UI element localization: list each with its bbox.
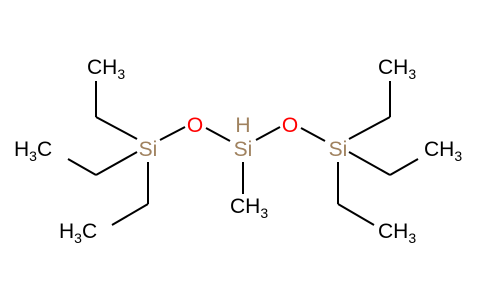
label-main: H	[59, 220, 74, 243]
atom-h-center: H	[235, 114, 250, 137]
label-subscript: 3	[408, 66, 416, 82]
label-subscript: 3	[408, 230, 416, 246]
bond	[159, 126, 186, 141]
bond	[389, 158, 419, 176]
label-subscript: 3	[260, 205, 268, 221]
bond	[111, 203, 149, 226]
label-subscript: 3	[74, 230, 82, 246]
label-h3c-left: H3C	[14, 138, 52, 164]
bond	[348, 116, 391, 140]
label-tail: C	[82, 220, 97, 243]
label-main: CH	[424, 138, 454, 161]
label-ch3-top-left: CH3	[87, 56, 125, 82]
atom-si-center: Si	[234, 138, 253, 161]
label-subscript: 3	[454, 148, 462, 164]
bond	[95, 151, 138, 176]
label-main: H	[14, 138, 29, 161]
label-main: CH	[230, 195, 260, 218]
atom-si-left: Si	[139, 138, 158, 161]
label-main: CH	[378, 56, 408, 79]
label-main: CH	[87, 56, 117, 79]
atoms: Si O H Si O Si CH3 H3C H3C CH3 CH3 CH3 C…	[14, 56, 462, 246]
label-ch3-bottom-right: CH3	[378, 220, 416, 246]
bond	[337, 203, 375, 226]
atom-o-left: O	[187, 114, 203, 137]
bond	[348, 151, 391, 176]
bond	[300, 127, 326, 142]
label-ch3-top-right: CH3	[378, 56, 416, 82]
label-subscript: 3	[117, 66, 125, 82]
bond	[205, 127, 231, 142]
label-ch3-right: CH3	[424, 138, 462, 164]
atom-si-right: Si	[329, 138, 348, 161]
bonds	[67, 81, 419, 226]
label-h3c-bottom-left: H3C	[59, 220, 97, 246]
label-tail: C	[37, 138, 52, 161]
label-subscript: 3	[29, 148, 37, 164]
bond	[95, 116, 138, 140]
atom-o-right: O	[282, 114, 298, 137]
bond	[255, 126, 281, 141]
label-main: CH	[378, 220, 408, 243]
label-ch3-center: CH3	[230, 195, 268, 221]
bond	[67, 158, 97, 176]
